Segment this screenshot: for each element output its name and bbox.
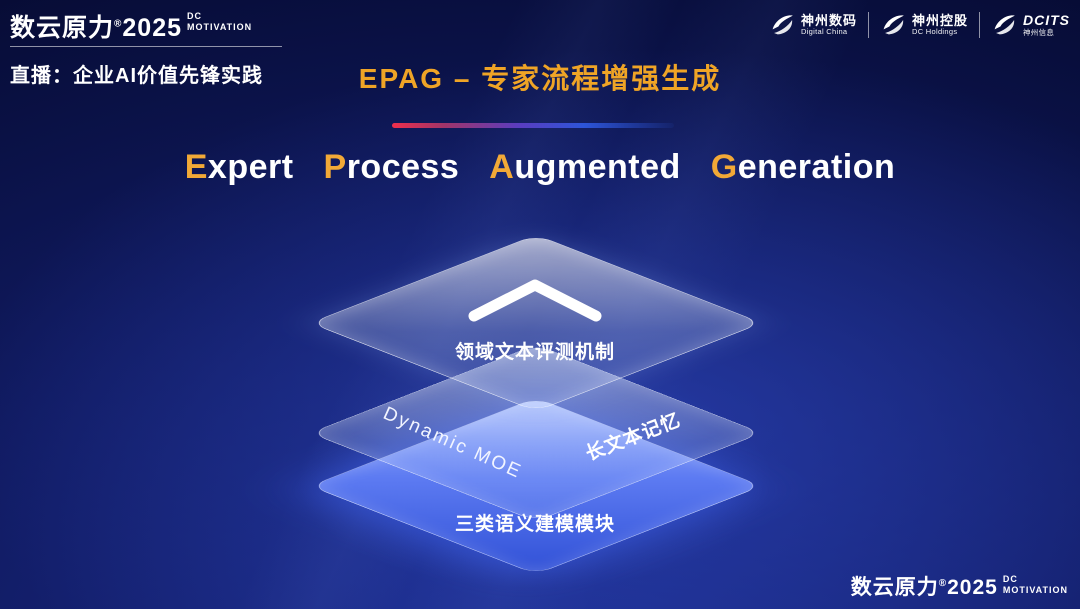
dcits-swoosh-icon [994,15,1015,35]
brand-name: 数云原力®2025 [851,576,998,599]
gradient-divider [392,123,674,128]
headline-rest: ugmented [514,148,681,186]
logo-divider [867,12,869,38]
headline-initial: P [323,148,347,186]
partner-logos: 神州数码 Digital China 神州控股 DC Holdings DCIT… [769,12,1070,38]
dc-holdings-swoosh-icon [883,15,904,35]
brand-sub-line2: MOTIVATION [1002,584,1068,595]
brand-name: 数云原力®2025 [10,14,182,42]
live-stream-title: 直播：企业AI价值先锋实践 [10,65,263,87]
logo-dc-holdings: 神州控股 DC Holdings [880,12,968,38]
logo-divider [979,12,980,38]
top-layer-label: 领域文本评测机制 [454,342,616,363]
headline-rest: eneration [737,148,896,186]
logo-cn-label: DCITS [1023,12,1070,29]
chevron-up-icon [460,272,610,333]
headline-initial: E [184,148,208,186]
english-headline: Expert Process Augmented Generation [0,148,1080,187]
logo-text: 神州控股 DC Holdings [911,12,968,37]
brand-sub-line1: DC [187,11,203,21]
logo-en-label: 神州信息 [1023,27,1055,37]
registered-mark: ® [114,18,123,30]
headline-word: Expert [185,148,294,186]
brand-underline [10,46,282,47]
logo-en-label: Digital China [800,27,848,37]
headline-initial: G [710,148,738,186]
brand-year: 2025 [122,14,183,42]
logo-cn-label: 神州控股 [911,12,968,28]
logo-text: 神州数码 Digital China [800,12,857,37]
registered-mark: ® [938,578,948,589]
headline-word: Generation [711,148,896,186]
logo-cn-label: 神州数码 [800,12,857,28]
page-title: EPAG – 专家流程增强生成 [358,63,722,94]
logo-digital-china: 神州数码 Digital China [769,12,857,38]
logo-text: DCITS 神州信息 [1023,12,1070,37]
headline-initial: A [489,148,515,186]
headline-rest: xpert [207,148,294,186]
logo-dcits: DCITS 神州信息 [991,12,1070,38]
headline-word: Augmented [489,148,681,186]
brand-sub-line2: MOTIVATION [187,21,253,32]
brand-name-text: 数云原力 [10,14,115,42]
digital-china-swoosh-icon [772,15,793,35]
brand-year: 2025 [947,576,998,599]
brand-sub-line1: DC [1002,574,1018,584]
headline-word: Process [324,148,460,186]
bottom-layer-label: 三类语义建模模块 [454,514,616,535]
logo-en-label: DC Holdings [911,27,958,37]
headline-rest: rocess [346,148,460,186]
brand-name-text: 数云原力 [850,576,939,599]
